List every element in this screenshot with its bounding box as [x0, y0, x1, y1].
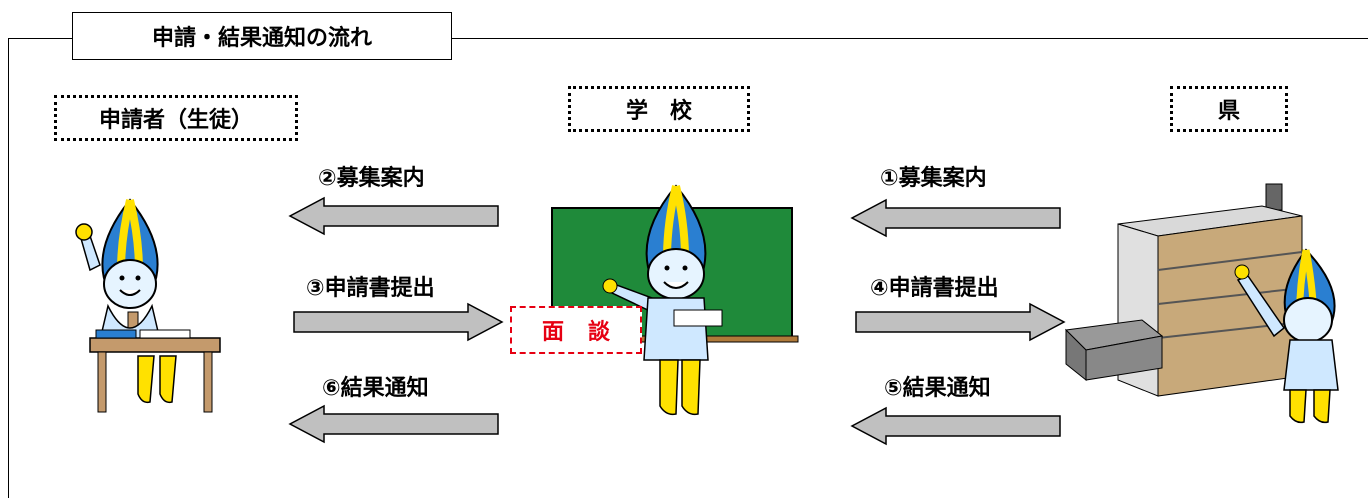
diagram-frame [8, 38, 1368, 498]
step-1-label: ①募集案内 [880, 166, 987, 191]
arrow-step-1 [850, 198, 1061, 238]
step-2-label: ②募集案内 [318, 166, 425, 191]
prefecture-label: 県 [1170, 86, 1288, 132]
arrow-step-5 [850, 406, 1061, 446]
arrow-step-4 [855, 302, 1066, 342]
arrow-step-2 [288, 196, 499, 236]
prefecture-building-icon [1064, 183, 1339, 424]
step-3-label: ③申請書提出 [306, 276, 435, 301]
step-4-label: ④申請書提出 [870, 276, 999, 301]
diagram-title: 申請・結果通知の流れ [72, 12, 452, 60]
student-mascot-icon [75, 198, 221, 413]
interview-box: 面談 [510, 306, 642, 354]
arrow-step-3 [293, 302, 504, 342]
step-6-label: ⑥結果通知 [322, 376, 429, 401]
school-label: 学 校 [568, 86, 750, 132]
step-5-label: ⑤結果通知 [884, 376, 991, 401]
arrow-step-6 [288, 404, 499, 444]
applicant-label: 申請者（生徒） [54, 95, 298, 141]
teacher-mascot-icon [548, 184, 799, 416]
